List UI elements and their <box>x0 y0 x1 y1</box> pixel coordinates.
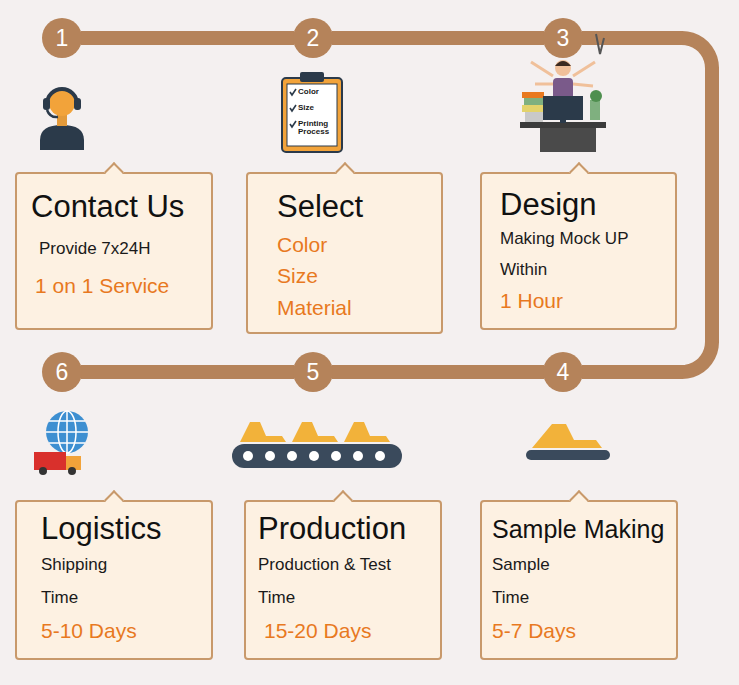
step-number: 6 <box>56 361 69 384</box>
logistics-icon <box>34 411 88 475</box>
clipboard-label: Color <box>298 88 334 96</box>
box-pointer <box>104 162 124 182</box>
box-pointer <box>333 490 353 510</box>
step-number: 3 <box>543 18 583 58</box>
step-detail: Making Mock UP <box>500 222 663 255</box>
sample-icon <box>526 424 610 460</box>
box-pointer <box>335 162 355 182</box>
step-title: Sample Making <box>492 510 664 548</box>
step-detail: 15-20 Days <box>264 614 428 647</box>
step-number: 2 <box>307 27 320 50</box>
step-detail: Production & Test <box>258 548 428 581</box>
step-detail: 5-7 Days <box>492 614 664 647</box>
step-detail: Size <box>277 259 429 292</box>
track-line <box>81 31 294 45</box>
step-number: 3 <box>557 27 570 50</box>
step-box: SelectColorSizeMaterial <box>246 172 443 334</box>
step-number: 5 <box>293 352 333 392</box>
step-detail: Provide 7x24H <box>39 232 199 265</box>
step-title: Design <box>500 186 663 224</box>
step-detail: Sample <box>492 548 664 581</box>
track-line <box>332 31 544 45</box>
step-detail: Time <box>258 581 428 614</box>
step-detail: 1 Hour <box>500 284 663 317</box>
step-detail: 5-10 Days <box>41 614 199 647</box>
conveyor-icon <box>232 422 402 468</box>
step-number: 1 <box>42 18 82 58</box>
step-title: Production <box>258 510 428 548</box>
step-number: 4 <box>557 361 570 384</box>
step-detail: Shipping <box>41 548 199 581</box>
clipboard-label: Size <box>298 104 334 112</box>
step-detail: Time <box>41 581 199 614</box>
step-detail: Material <box>277 291 429 324</box>
step-title: Select <box>277 188 429 226</box>
step-number: 4 <box>543 352 583 392</box>
box-pointer <box>569 162 589 182</box>
step-detail: Within <box>500 253 663 286</box>
step-box: Contact Us Provide 7x24H 1 on 1 Service <box>15 172 213 330</box>
step-detail: 1 on 1 Service <box>35 269 199 302</box>
clipboard-icon <box>282 72 342 152</box>
box-pointer <box>569 490 589 510</box>
track-line <box>332 365 544 379</box>
track-line <box>81 365 294 379</box>
step-number: 2 <box>293 18 333 58</box>
box-pointer <box>104 490 124 510</box>
step-detail: Time <box>492 581 664 614</box>
step-number: 1 <box>56 27 69 50</box>
step-title: Logistics <box>41 510 199 548</box>
step-box: ProductionProduction & TestTime15-20 Day… <box>244 500 442 660</box>
step-title: Contact Us <box>31 188 199 226</box>
step-detail: Color <box>277 228 429 261</box>
step-box: Sample MakingSampleTime5-7 Days <box>480 500 678 660</box>
step-number: 6 <box>42 352 82 392</box>
clipboard-label: Printing Process <box>298 120 334 137</box>
agent-icon <box>40 89 84 150</box>
step-box: DesignMaking Mock UPWithin1 Hour <box>480 172 677 330</box>
step-number: 5 <box>307 361 320 384</box>
step-box: LogisticsShippingTime5-10 Days <box>15 500 213 660</box>
